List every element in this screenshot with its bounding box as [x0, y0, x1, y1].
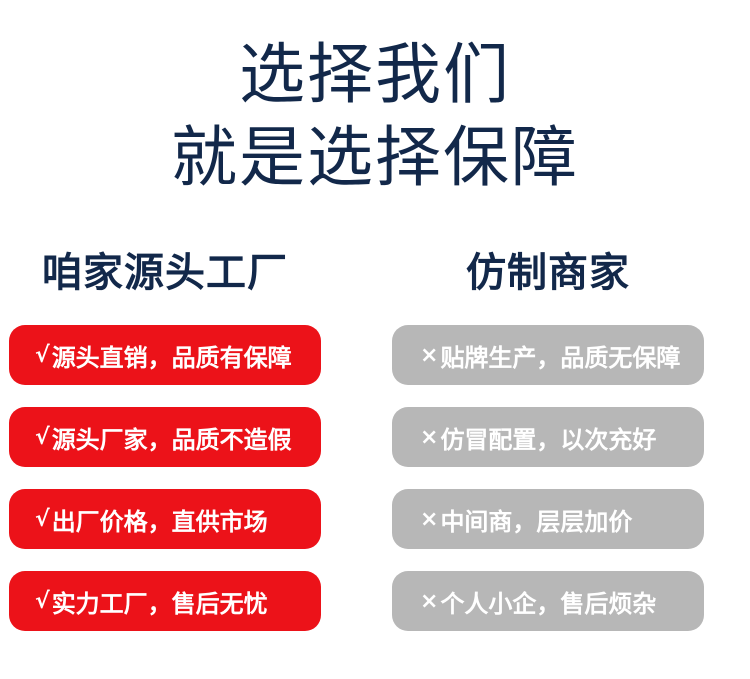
factory-benefit-text: 出厂价格，直供市场 — [51, 507, 268, 536]
headline-line-1: 选择我们 — [239, 36, 511, 113]
factory-benefit-text: 源头直销，品质有保障 — [51, 343, 292, 372]
cross-icon: × — [420, 588, 439, 614]
cross-icon: × — [420, 506, 439, 532]
imitator-drawback-text: 中间商，层层加价 — [440, 507, 633, 536]
imitator-drawback-text: 个人小企，售后烦杂 — [440, 589, 657, 618]
imitator-drawback-2: × 仿冒配置，以次充好 — [392, 407, 704, 467]
imitator-drawback-4: × 个人小企，售后烦杂 — [392, 571, 704, 631]
imitator-drawback-text: 仿冒配置，以次充好 — [440, 425, 657, 454]
check-icon: √ — [35, 424, 50, 450]
factory-benefit-text: 源头厂家，品质不造假 — [51, 425, 292, 454]
imitator-drawback-text: 贴牌生产，品质无保障 — [440, 343, 681, 372]
factory-column-title: 咱家源头工厂 — [42, 250, 288, 296]
factory-benefit-3: √ 出厂价格，直供市场 — [9, 489, 321, 549]
factory-benefit-text: 实力工厂，售后无忧 — [51, 589, 268, 618]
imitator-column-title: 仿制商家 — [466, 250, 630, 296]
factory-benefit-2: √ 源头厂家，品质不造假 — [9, 407, 321, 467]
headline-line-2: 就是选择保障 — [171, 119, 579, 196]
check-icon: √ — [35, 506, 50, 532]
check-icon: √ — [35, 588, 50, 614]
cross-icon: × — [420, 424, 439, 450]
check-icon: √ — [35, 342, 50, 368]
factory-benefit-4: √ 实力工厂，售后无忧 — [9, 571, 321, 631]
cross-icon: × — [420, 342, 439, 368]
imitator-drawback-3: × 中间商，层层加价 — [392, 489, 704, 549]
factory-benefit-1: √ 源头直销，品质有保障 — [9, 325, 321, 385]
imitator-drawback-1: × 贴牌生产，品质无保障 — [392, 325, 704, 385]
